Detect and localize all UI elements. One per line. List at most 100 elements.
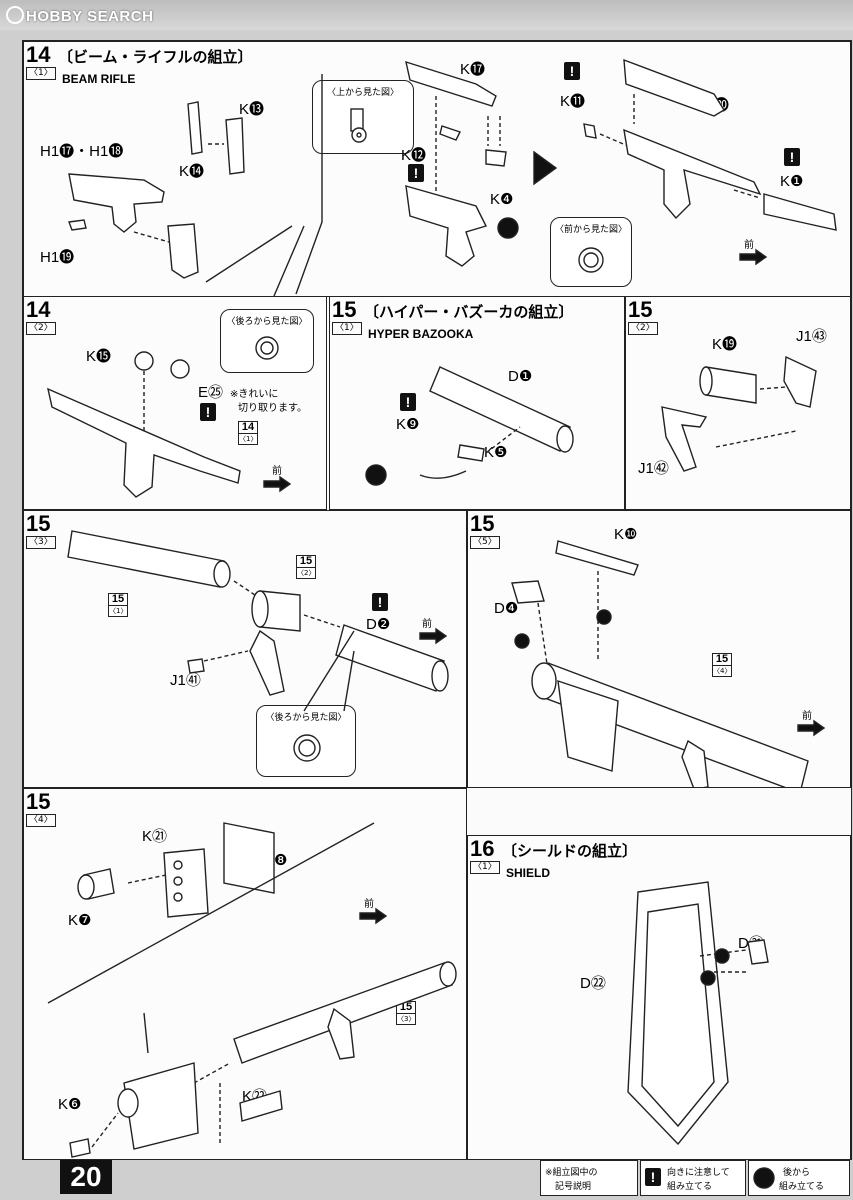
caution-icon-3: ! <box>784 148 800 166</box>
ref-sub: 〈1〉 <box>239 433 258 443</box>
part-label-h19: H1⓳ <box>40 249 75 266</box>
ref-sub: 〈3〉 <box>397 1013 416 1023</box>
caution-icon: ! <box>408 164 424 182</box>
top-view-bubble: 〈上から見た図〉 <box>312 80 414 154</box>
part-label-k12: K⓬ <box>401 147 427 164</box>
part-label-k15: K⓯ <box>86 348 112 365</box>
step-15-1-panel: 15 〈1〉 〔ハイパー・バズーカの組立〕 HYPER BAZOOKA D❶ !… <box>329 296 625 510</box>
part-label-k4: K❹ <box>490 191 514 208</box>
part-label-j141: J1㊶ <box>170 672 201 689</box>
legend-back: 後から 組み立てる <box>748 1160 850 1196</box>
assembled-rifle-drawing <box>583 58 837 231</box>
step-15-3-panel: 15 〈3〉 15〈1〉 15〈2〉 ! D❷ 前 J1㊶ 〈後ろから見た図〉 <box>23 510 467 788</box>
front-view-drawing <box>578 247 604 273</box>
ref-step-15-4: 15〈4〉 <box>712 653 732 677</box>
ref-num: 15 <box>715 653 729 665</box>
step-14-2-panel: 14 〈2〉 K⓯ E㉕ ! ※きれいに 切り取ります。 〈後ろから見た図〉 1… <box>23 296 327 510</box>
symbol-legend: ※組立図中の 記号説明 ! 向きに注意して 組み立てる 後から 組み立てる <box>540 1160 850 1196</box>
bazooka-assembled-drawing <box>511 540 809 787</box>
step-14-1-panel: 14 〈1〉 〔ビーム・ライフルの組立〕 BEAM RIFLE K⓭ K⓮ H1… <box>23 41 851 297</box>
legend-back-line2: 組み立てる <box>779 1182 825 1192</box>
part-label-d1: D❶ <box>508 368 533 385</box>
step-sub-number: 〈4〉 <box>26 814 56 827</box>
step-title-jp: 〔シールドの組立〕 <box>502 842 638 860</box>
part-label-d4: D❹ <box>494 600 519 617</box>
part-label-d2: D❷ <box>366 616 391 633</box>
bazooka-tube-drawing <box>365 366 574 486</box>
front-view-bubble: 〈前から見た図〉 <box>550 217 632 287</box>
part-label-k14: K⓮ <box>179 163 205 180</box>
front-direction-label: 前 <box>364 899 374 910</box>
ref-sub: 〈1〉 <box>109 605 128 615</box>
callout-lines <box>205 225 305 296</box>
cut-note-line1: ※きれいに <box>230 389 279 400</box>
ref-num: 15 <box>299 555 313 567</box>
part-label-k13: K⓭ <box>239 101 265 118</box>
step-title-jp: 〔ハイパー・バズーカの組立〕 <box>364 303 574 321</box>
part-label-k7: K❼ <box>68 912 92 929</box>
front-direction-label: 前 <box>802 711 812 722</box>
step-number: 15 <box>26 511 51 536</box>
rifle-barrel-drawing <box>47 351 241 498</box>
page-number: 20 <box>60 1160 112 1194</box>
step-number: 15 <box>332 297 357 322</box>
caution-icon-2: ! <box>564 62 580 80</box>
part-label-k6: K❻ <box>58 1096 82 1113</box>
step-15-4-panel: 15 〈4〉 K㉑ K❽ K❼ K❻ K㉒ 15〈3〉 前 <box>23 788 467 1160</box>
step-16-1-panel: 16 〈1〉 〔シールドの組立〕 SHIELD D㉑ D㉒ <box>467 835 851 1160</box>
stock-part-drawing <box>167 223 199 279</box>
ref-num: 15 <box>399 1001 413 1013</box>
front-direction-label: 前 <box>272 466 282 477</box>
front-direction-arrow <box>359 907 388 925</box>
legend-caution-line2: 組み立てる <box>667 1182 713 1192</box>
step-number: 16 <box>470 836 495 861</box>
legend-intro-line1: ※組立図中の <box>545 1168 598 1178</box>
caution-icon: ! <box>372 593 388 611</box>
logo-ring-icon <box>6 6 24 24</box>
step-sub-number: 〈1〉 <box>26 67 56 80</box>
part-label-j143: J1㊸ <box>796 328 827 345</box>
step-title-en: HYPER BAZOOKA <box>368 327 474 341</box>
step-number: 14 <box>26 297 51 322</box>
step-sub-number: 〈2〉 <box>628 322 658 335</box>
step-number: 15 <box>26 789 51 814</box>
front-direction-label: 前 <box>422 619 432 630</box>
rifle-upper-drawing <box>405 60 519 267</box>
front-direction-arrow <box>739 248 768 266</box>
legend-caution: ! 向きに注意して 組み立てる <box>640 1160 746 1196</box>
caution-icon: ! <box>200 403 216 421</box>
site-logo[interactable]: HOBBY SEARCH <box>6 6 153 25</box>
part-label-k21: K㉑ <box>142 828 168 845</box>
front-direction-label: 前 <box>744 240 754 251</box>
ref-num: 14 <box>241 421 255 433</box>
top-view-drawing <box>350 108 367 143</box>
bazooka-rear-drawing <box>67 530 449 712</box>
ref-num: 15 <box>111 593 125 605</box>
step-sub-number: 〈2〉 <box>26 322 56 335</box>
step-title-jp: 〔ビーム・ライフルの組立〕 <box>58 48 253 66</box>
next-step-arrow <box>533 150 558 186</box>
part-label-k10: K❿ <box>614 526 638 543</box>
legend-intro-line2: 記号説明 <box>555 1182 592 1192</box>
legend-caution-icon: ! <box>645 1168 661 1186</box>
legend-back-line1: 後から <box>783 1168 811 1178</box>
part-label-k9: K❾ <box>396 416 420 433</box>
part-label-k1: K❶ <box>780 173 804 190</box>
back-view-caption: 〈後ろから見た図〉 <box>226 317 308 327</box>
step-sub-number: 〈1〉 <box>470 861 500 874</box>
sight-part-drawing <box>187 101 245 175</box>
part-label-d22: D㉒ <box>580 975 606 992</box>
ref-sub: 〈2〉 <box>297 567 316 577</box>
step-sub-number: 〈1〉 <box>332 322 362 335</box>
bazooka-grip-drawing <box>47 822 457 1158</box>
shield-drawing <box>627 881 769 1146</box>
front-direction-arrow <box>263 475 292 493</box>
ref-step-15-3: 15〈3〉 <box>396 1001 416 1025</box>
part-label-k17: K⓱ <box>460 61 486 78</box>
caution-icon: ! <box>400 393 416 411</box>
grip-assembly-drawing <box>661 355 817 472</box>
part-label-k11: K⓫ <box>560 93 586 110</box>
legend-caution-line1: 向きに注意して <box>667 1168 730 1178</box>
ref-sub: 〈4〉 <box>713 665 732 675</box>
back-view-drawing <box>293 734 321 762</box>
